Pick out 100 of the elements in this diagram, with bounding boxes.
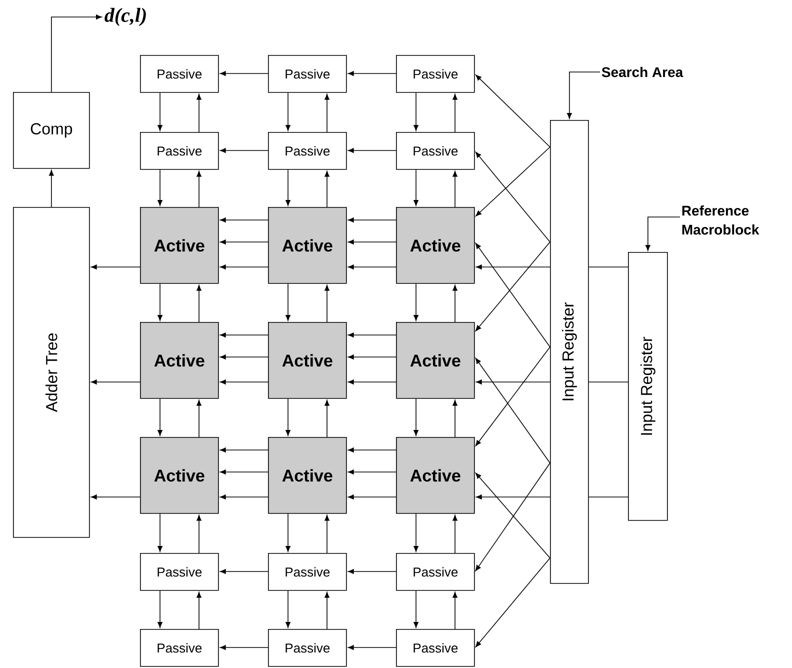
arrow	[324, 170, 330, 208]
arrow	[220, 71, 268, 76]
passive-cell-box: Passive	[268, 55, 347, 93]
passive-cell-box: Passive	[268, 132, 347, 170]
arrow	[452, 592, 458, 630]
passive-cell-box: Passive	[396, 553, 475, 591]
arrow	[286, 169, 290, 206]
arrow	[286, 513, 290, 552]
active-cell-box: Active	[140, 207, 219, 284]
arrow	[348, 354, 396, 360]
arrow	[158, 92, 162, 131]
arrow	[475, 462, 550, 572]
active-cell-box: Active	[396, 207, 475, 284]
arrow	[348, 264, 396, 270]
arrow	[476, 146, 550, 216]
arrow	[196, 514, 202, 554]
arrow	[324, 284, 330, 322]
arrow	[475, 358, 550, 464]
connection-line	[588, 266, 628, 268]
arrow	[286, 590, 290, 628]
arrow	[90, 380, 140, 384]
arrow	[196, 94, 202, 132]
arrow	[414, 169, 418, 206]
passive-cell-box: Passive	[396, 55, 475, 93]
arrow	[348, 240, 396, 244]
input-register-box: Input Register	[628, 252, 668, 521]
arrow	[196, 170, 202, 208]
arrow	[220, 470, 268, 474]
arrow	[566, 72, 600, 119]
connection-line	[588, 496, 628, 498]
arrow	[476, 494, 550, 500]
arrow	[324, 514, 330, 554]
arrow	[414, 590, 418, 628]
arrow	[48, 170, 54, 208]
arrow	[348, 332, 396, 338]
arrow	[220, 380, 268, 384]
arrow	[475, 152, 550, 242]
arrow	[452, 514, 458, 554]
input-register-box: Input Register	[550, 120, 589, 584]
arrow	[158, 513, 162, 552]
arrow	[475, 472, 550, 558]
active-cell-box: Active	[396, 322, 475, 399]
arrow	[158, 283, 162, 321]
input-label: Reference Macroblock	[682, 205, 760, 235]
passive-cell-box: Passive	[140, 132, 219, 170]
arrow	[476, 264, 550, 270]
arrow	[220, 218, 268, 222]
arrow	[475, 346, 550, 446]
arrow	[475, 558, 550, 648]
output-label: d(c,l)	[104, 8, 146, 26]
active-cell-box: Active	[268, 437, 347, 514]
arrow	[324, 400, 330, 438]
arrow	[452, 400, 458, 438]
arrow	[348, 71, 396, 76]
arrow	[196, 592, 202, 630]
arrow	[324, 94, 330, 132]
arrow	[51, 14, 102, 92]
arrow	[414, 398, 418, 436]
arrow	[476, 74, 550, 148]
arrow	[348, 494, 396, 500]
passive-cell-box: Passive	[396, 629, 475, 667]
comparator-box: Comp	[13, 92, 90, 169]
arrow	[645, 216, 680, 251]
input-label: Search Area	[602, 66, 684, 78]
arrow	[348, 218, 396, 222]
arrow	[90, 494, 140, 500]
active-cell-box: Active	[140, 437, 219, 514]
active-cell-box: Active	[396, 437, 475, 514]
arrow	[196, 400, 202, 438]
arrow	[220, 264, 268, 270]
arrow	[90, 264, 140, 270]
active-cell-box: Active	[140, 322, 219, 399]
arrow	[220, 354, 268, 360]
arrow	[452, 94, 458, 132]
arrow	[158, 169, 162, 206]
arrow	[286, 283, 290, 321]
active-cell-box: Active	[268, 207, 347, 284]
arrow	[475, 242, 550, 348]
arrow	[220, 240, 268, 244]
passive-cell-box: Passive	[396, 132, 475, 170]
arrow	[348, 569, 396, 574]
arrow	[220, 645, 268, 650]
passive-cell-box: Passive	[140, 629, 219, 667]
arrow	[220, 148, 268, 153]
arrow	[348, 470, 396, 474]
passive-cell-box: Passive	[140, 55, 219, 93]
arrow	[348, 448, 396, 452]
arrow	[286, 92, 290, 131]
active-cell-box: Active	[268, 322, 347, 399]
arrow	[286, 398, 290, 436]
arrow	[452, 284, 458, 322]
arrow	[414, 513, 418, 552]
arrow	[348, 645, 396, 650]
arrow	[414, 92, 418, 131]
arrow	[414, 283, 418, 321]
arrow	[220, 569, 268, 574]
arrow	[475, 242, 550, 332]
arrow	[158, 590, 162, 628]
passive-cell-box: Passive	[268, 629, 347, 667]
arrow	[220, 332, 268, 338]
